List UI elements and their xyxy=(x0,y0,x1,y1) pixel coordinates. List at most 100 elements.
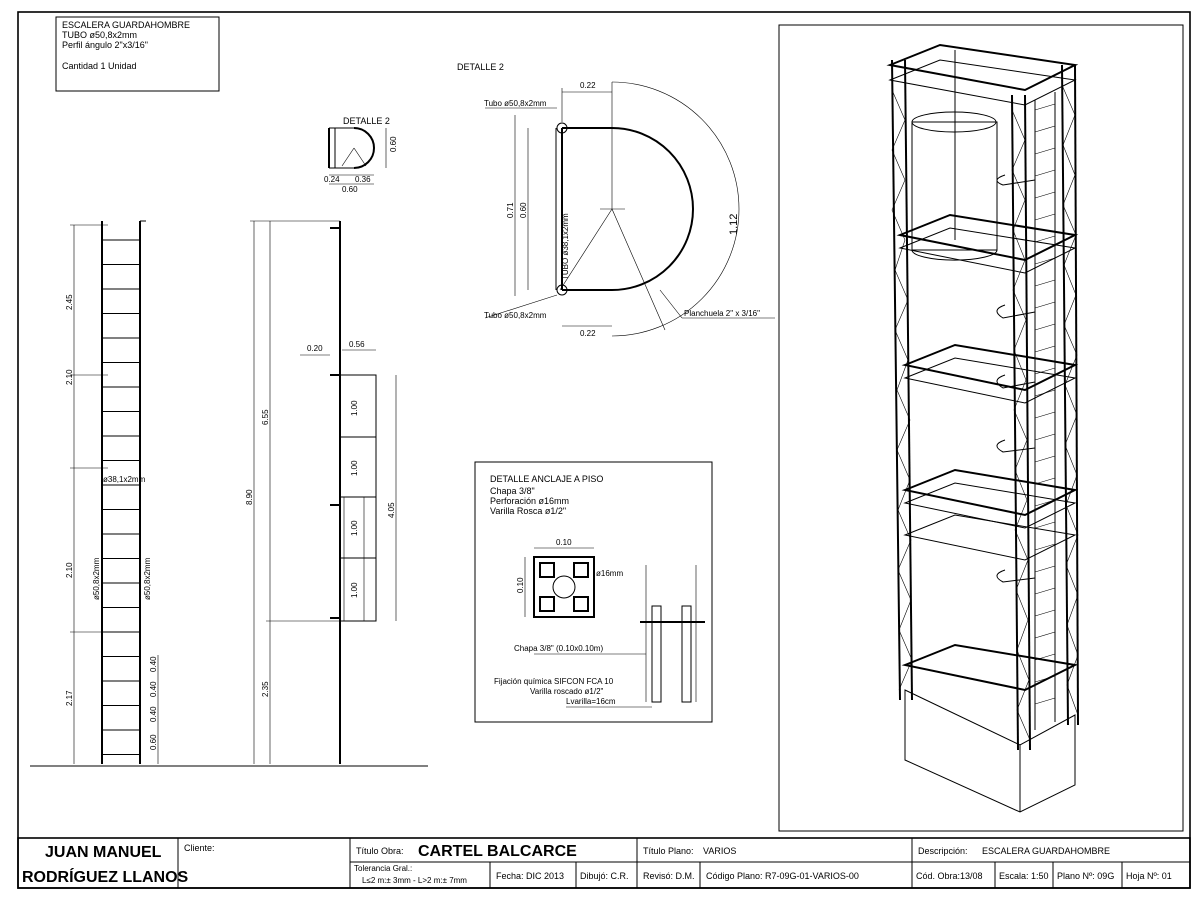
large-detail-title: DETALLE 2 xyxy=(457,62,504,72)
side-seg-1: 1.00 xyxy=(350,400,359,416)
side-dim-cage: 4.05 xyxy=(387,502,396,518)
tol-value: L≤2 m:± 3mm - L>2 m:± 7mm xyxy=(362,876,467,885)
isometric-view xyxy=(778,24,1184,832)
anchor-dim-w: 0.10 xyxy=(556,538,572,547)
iso-ladder-rung xyxy=(1034,213,1056,221)
front-rung-dim-4: 0.60 xyxy=(149,734,158,750)
large-tube-bottom: Tubo ø50,8x2mm xyxy=(484,311,547,320)
front-dim-1: 2.45 xyxy=(65,294,74,310)
small-detail: DETALLE 2 0.60 0.24 0.36 0.60 xyxy=(324,116,398,194)
side-seg-2: 1.00 xyxy=(350,460,359,476)
iso-ladder-rung xyxy=(1034,411,1056,419)
author-line2: RODRÍGUEZ LLANOS xyxy=(22,867,189,886)
iso-ladder-rung xyxy=(1034,653,1056,661)
iso-ladder-rung xyxy=(1034,433,1056,441)
side-seg-4: 1.00 xyxy=(350,582,359,598)
side-dim-upper: 6.55 xyxy=(261,409,270,425)
front-rung-dim-3: 0.40 xyxy=(149,706,158,722)
iso-ladder-rung xyxy=(1034,521,1056,529)
iso-ladder-rung xyxy=(1034,609,1056,617)
side-elevation: 1.00 1.00 1.00 1.00 8.90 6.55 2.35 4.05 … xyxy=(245,220,397,764)
hoja-n: Hoja Nº: 01 xyxy=(1126,871,1172,881)
anchor-line2: Perforación ø16mm xyxy=(490,496,569,506)
client-label: Cliente: xyxy=(184,843,215,853)
anchor-line3: Varilla Rosca ø1/2" xyxy=(490,506,566,516)
small-detail-dim-h: 0.60 xyxy=(389,136,398,152)
small-detail-dim-w: 0.60 xyxy=(342,185,358,194)
anchor-fix2: Varilla roscado ø1/2" xyxy=(530,687,604,696)
notes-line4: Cantidad 1 Unidad xyxy=(62,61,137,71)
fecha: Fecha: DIC 2013 xyxy=(496,871,564,881)
large-dim-outer: 0.71 xyxy=(506,202,515,218)
iso-ladder-rung xyxy=(1034,697,1056,705)
side-dim-lower: 2.35 xyxy=(261,681,270,697)
front-dim-3: 2.10 xyxy=(65,562,74,578)
iso-ladder-rungs xyxy=(1034,103,1056,705)
iso-ladder-rung xyxy=(1034,257,1056,265)
notes-line2: TUBO ø50,8x2mm xyxy=(62,30,137,40)
anchor-hole: ø16mm xyxy=(596,569,623,578)
anchor-plate: Chapa 3/8" (0.10x0.10m) xyxy=(514,644,603,653)
large-dim-bottom: 0.22 xyxy=(580,329,596,338)
tol-label: Tolerancia Gral.: xyxy=(354,864,412,873)
iso-ladder-rung xyxy=(1034,675,1056,683)
notes-box: ESCALERA GUARDAHOMBRE TUBO ø50,8x2mm Per… xyxy=(55,16,220,92)
iso-ladder-rung xyxy=(1034,587,1056,595)
side-dim-offset: 0.20 xyxy=(307,344,323,353)
side-seg-3: 1.00 xyxy=(350,520,359,536)
obra-value: CARTEL BALCARCE xyxy=(418,843,577,860)
iso-ladder-rung xyxy=(1034,235,1056,243)
anchor-fix1: Fijación química SIFCON FCA 10 xyxy=(494,677,614,686)
plano-n: Plano Nº: 09G xyxy=(1057,871,1114,881)
sheet-border xyxy=(17,11,1191,889)
small-detail-dim-a: 0.24 xyxy=(324,175,340,184)
iso-ladder-rung xyxy=(1034,389,1056,397)
escala: Escala: 1:50 xyxy=(999,871,1049,881)
front-dim-4: 2.17 xyxy=(65,690,74,706)
iso-ladder-rung xyxy=(1034,367,1056,375)
iso-ladder-rung xyxy=(1034,323,1056,331)
title-block: JUAN MANUEL RODRÍGUEZ LLANOS Cliente: Tí… xyxy=(17,837,1191,889)
dibujo: Dibujó: C.R. xyxy=(580,871,629,881)
front-tube-right: ø50,8x2mm xyxy=(143,557,152,600)
iso-ladder-rung xyxy=(1034,125,1056,133)
anchor-dim-h: 0.10 xyxy=(516,577,525,593)
large-dim-inner: 0.60 xyxy=(519,202,528,218)
front-dim-2: 2.10 xyxy=(65,369,74,385)
ladder-rungs xyxy=(102,239,140,755)
iso-ladder-rung xyxy=(1034,565,1056,573)
iso-ladder-rung xyxy=(1034,147,1056,155)
iso-ladder-rung xyxy=(1034,499,1056,507)
iso-ladder-rung xyxy=(1034,191,1056,199)
plano-value: VARIOS xyxy=(703,846,736,856)
author-line1: JUAN MANUEL xyxy=(45,844,162,861)
plano-label: Título Plano: xyxy=(643,846,694,856)
reviso: Revisó: D.M. xyxy=(643,871,695,881)
iso-ladder-rung xyxy=(1034,345,1056,353)
large-detail: DETALLE 2 0.22 0.22 0.71 0.60 TUBO ø38,1… xyxy=(457,62,775,338)
iso-ladder-rung xyxy=(1034,543,1056,551)
small-detail-title: DETALLE 2 xyxy=(343,116,390,126)
iso-ladder-rung xyxy=(1034,279,1056,287)
front-tube-left: ø50,8x2mm xyxy=(92,557,101,600)
anchor-title: DETALLE ANCLAJE A PISO xyxy=(490,474,603,484)
desc-label: Descripción: xyxy=(918,846,968,856)
side-dim-depth: 0.56 xyxy=(349,340,365,349)
front-rung-dim-1: 0.40 xyxy=(149,656,158,672)
notes-line3: Perfil ángulo 2"x3/16" xyxy=(62,40,148,50)
iso-ladder-rung xyxy=(1034,477,1056,485)
obra-label: Título Obra: xyxy=(356,846,404,856)
anchor-line1: Chapa 3/8" xyxy=(490,486,535,496)
iso-ladder-rung xyxy=(1034,103,1056,111)
large-arc-len: 1.12 xyxy=(728,214,740,235)
iso-ladder-rung xyxy=(1034,455,1056,463)
large-tube-center: TUBO ø38,1x2mm xyxy=(561,213,570,280)
codigo: Código Plano: R7-09G-01-VARIOS-00 xyxy=(706,871,859,881)
large-dim-top: 0.22 xyxy=(580,81,596,90)
small-detail-dim-b: 0.36 xyxy=(355,175,371,184)
desc-value: ESCALERA GUARDAHOMBRE xyxy=(982,846,1110,856)
front-rung-dim-2: 0.40 xyxy=(149,681,158,697)
notes-line1: ESCALERA GUARDAHOMBRE xyxy=(62,20,190,30)
front-elevation: 2.45 2.10 2.10 2.17 0.40 0.40 0.40 0.60 … xyxy=(30,220,428,767)
